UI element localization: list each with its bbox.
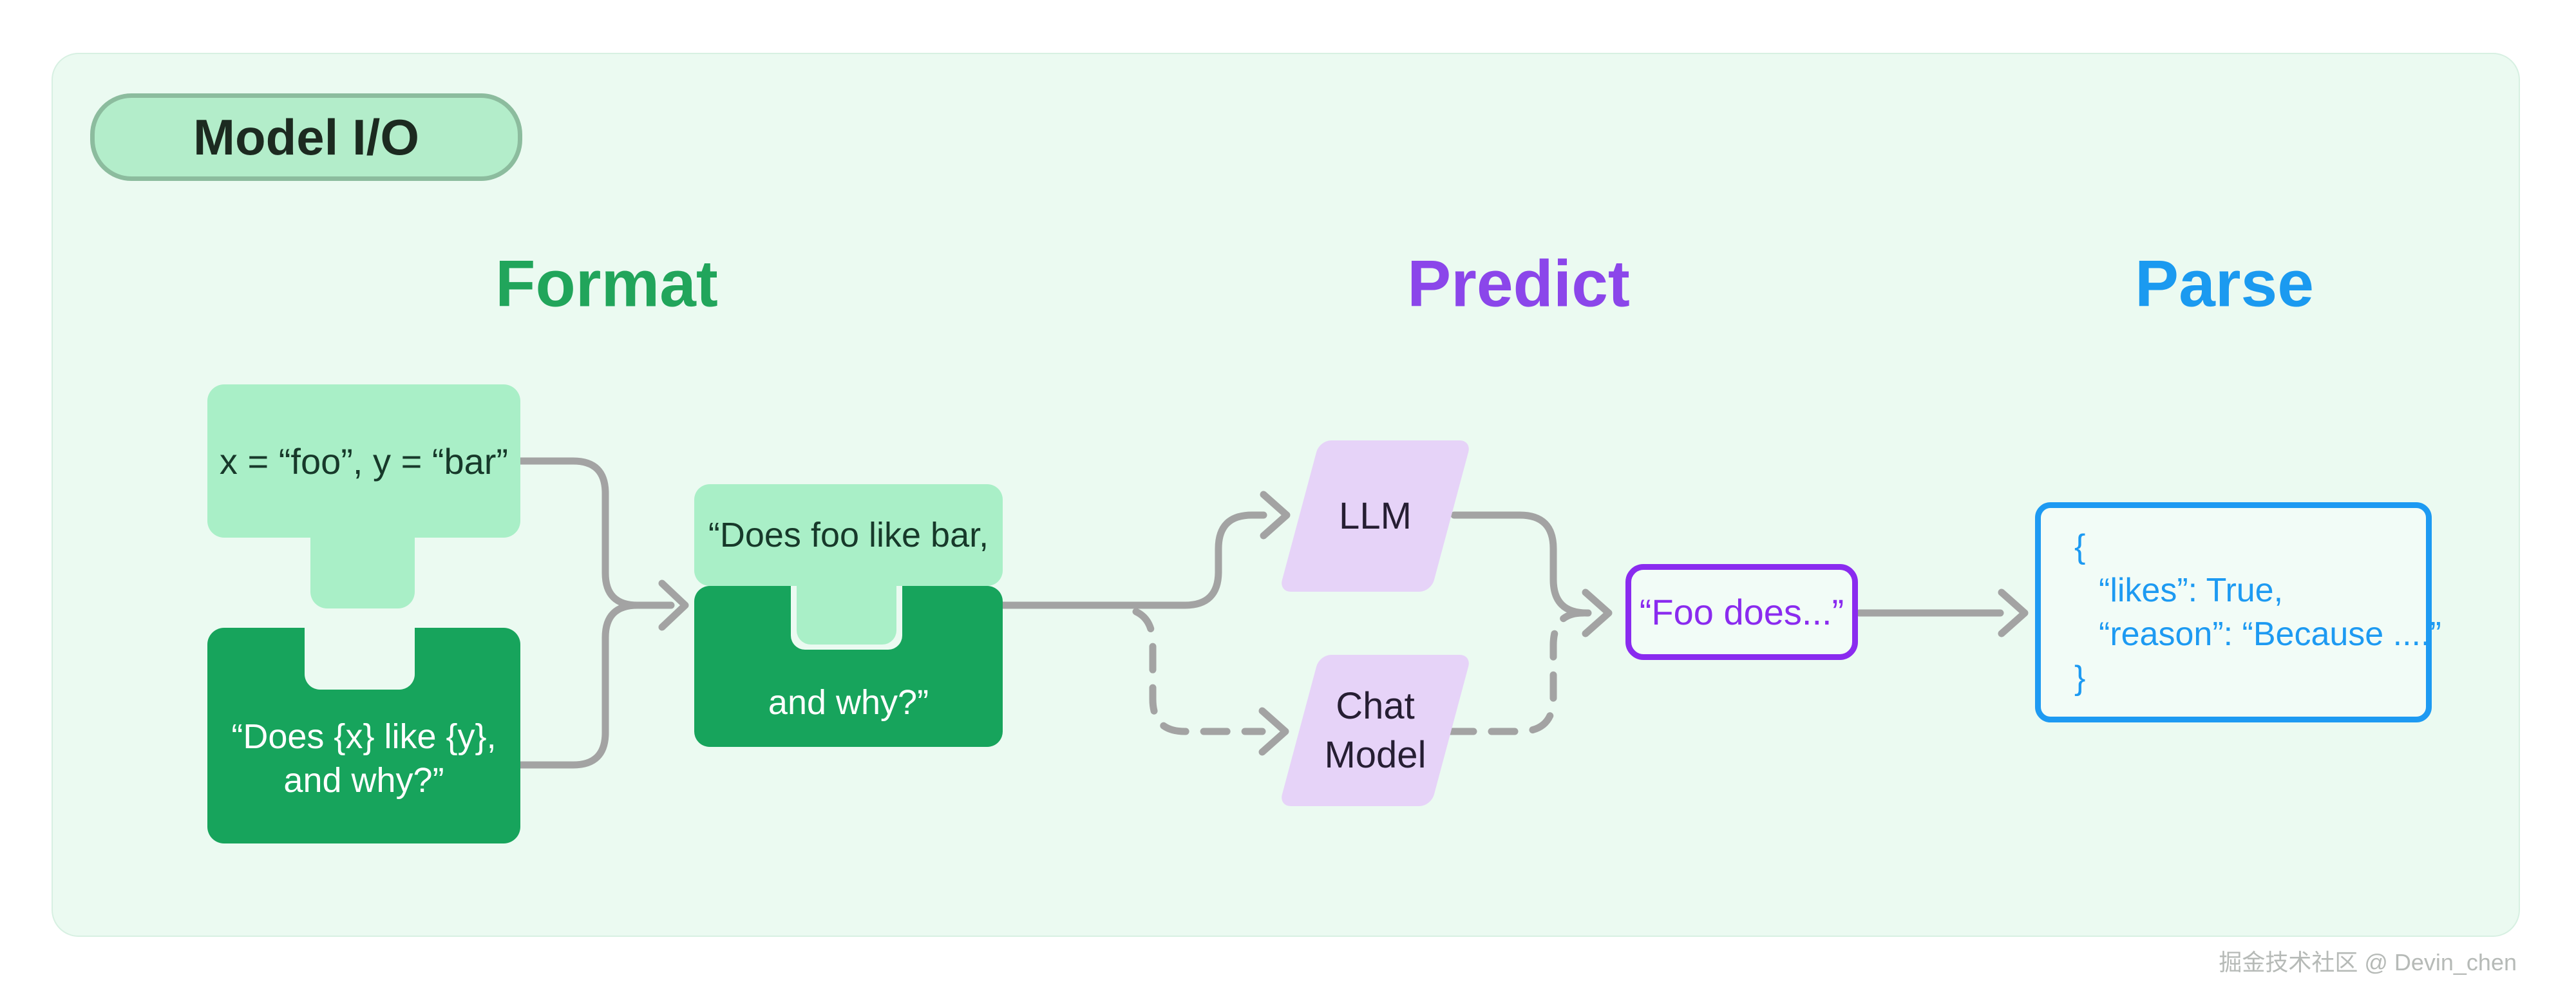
arrowhead-into-chatmodel (1258, 707, 1289, 756)
parsed-line-likes: “likes”: True, (2099, 572, 2284, 609)
watermark: 掘金技术社区 @ Devin_chen (2219, 949, 2517, 975)
arrowhead-into-parsed (1998, 589, 2029, 637)
formatted-prompt-top-text: “Does foo like bar, (708, 516, 989, 554)
edge-inputvars-to-merge (516, 457, 675, 609)
model-io-badge-label: Model I/O (193, 108, 419, 165)
parsed-result-box: { “likes”: True, “reason”: “Because ....… (2035, 502, 2441, 722)
prediction-output-box: “Foo does...” (1625, 564, 1858, 660)
chat-model-line2: Model (1324, 733, 1426, 776)
edge-chatmodel-to-output (1446, 609, 1587, 735)
prompt-template-piece-notch (305, 628, 415, 690)
chat-model-label: Chat Model (1299, 655, 1451, 806)
llm-node: LLM (1279, 440, 1472, 592)
chat-model-line1: Chat (1336, 684, 1415, 727)
llm-label: LLM (1339, 494, 1412, 537)
parsed-line-reason: “reason”: “Because ....” (2099, 616, 2441, 653)
format-heading: Format (495, 247, 718, 321)
arrowhead-into-llm (1260, 491, 1291, 540)
formatted-prompt-top-piece-tab (797, 586, 896, 645)
prompt-template-text: “Does {x} like {y}, and why?” (207, 715, 520, 802)
predict-heading: Predict (1407, 247, 1630, 321)
input-variables-piece: x = “foo”, y = “bar” (207, 384, 520, 538)
edge-llm-to-output (1450, 511, 1592, 617)
arrowhead-into-formatted-prompt (658, 579, 689, 631)
edge-template-to-merge (516, 601, 641, 769)
model-io-badge: Model I/O (90, 93, 522, 181)
prompt-template-line2: and why?” (283, 761, 444, 800)
arrowhead-into-output (1582, 589, 1613, 637)
formatted-prompt-bottom-text: and why?” (768, 683, 929, 722)
edge-formatted-to-chatmodel (1132, 608, 1266, 735)
chat-model-node: Chat Model (1279, 655, 1472, 806)
formatted-prompt-top-piece: “Does foo like bar, (694, 484, 1003, 586)
input-variables-text: x = “foo”, y = “bar” (219, 440, 509, 482)
parsed-line-close-brace: } (2074, 659, 2086, 697)
prompt-template-line1: “Does {x} like {y}, (231, 717, 497, 756)
edge-formatted-to-llm (999, 511, 1267, 609)
prediction-output-text: “Foo does...” (1639, 592, 1844, 632)
input-variables-piece-tab (310, 536, 415, 608)
parsed-line-open-brace: { (2074, 528, 2086, 565)
parse-heading: Parse (2135, 247, 2314, 321)
